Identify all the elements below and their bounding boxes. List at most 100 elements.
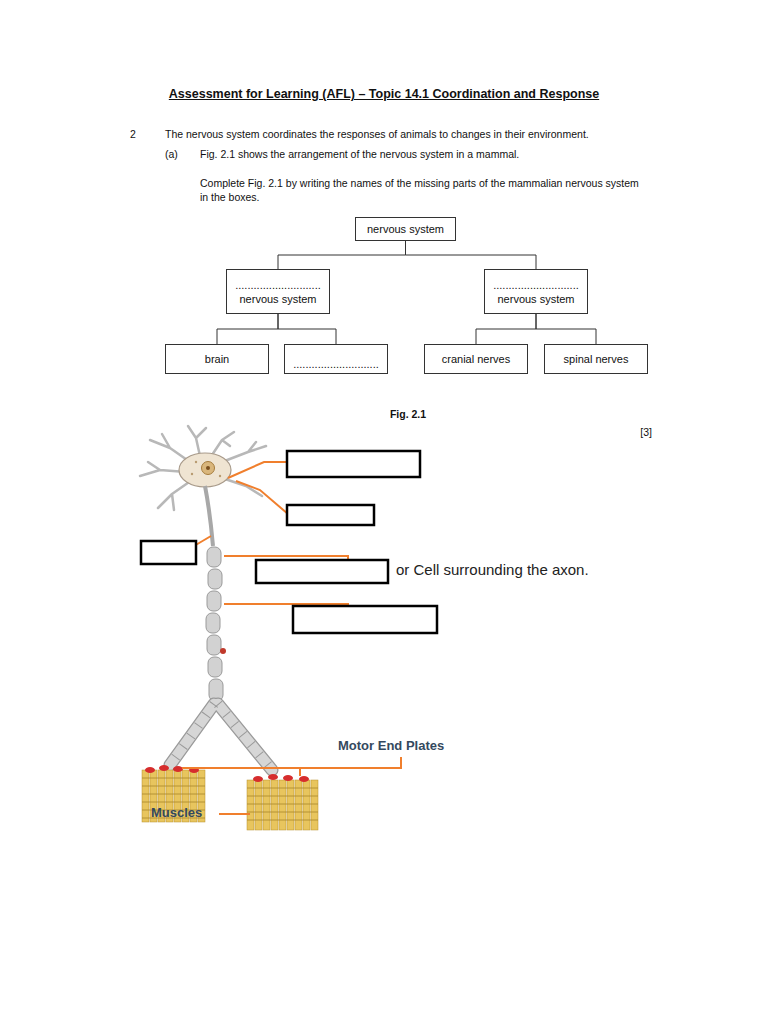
annotation-text: or Cell surrounding the axon.	[396, 561, 589, 579]
dendrites	[222, 442, 266, 462]
tree-connector	[278, 241, 406, 269]
leader-lines	[228, 462, 288, 478]
cell-body	[191, 473, 193, 475]
part-label: Motor End Plates	[338, 739, 444, 753]
box-text: nervous system	[239, 292, 316, 306]
figure-caption: Fig. 2.1	[308, 407, 508, 421]
muscle-right	[247, 788, 318, 820]
axon-branches	[170, 704, 272, 770]
leader-lines	[299, 768, 301, 776]
cell-body	[219, 475, 221, 477]
muscle-right	[299, 776, 309, 782]
muscle-right	[311, 780, 318, 830]
cell-body	[179, 453, 231, 487]
muscle-right	[255, 780, 262, 830]
myelin-sheath	[208, 569, 222, 589]
cell-body	[179, 453, 231, 487]
muscle-right	[295, 780, 302, 830]
muscle-right	[303, 780, 310, 830]
worksheet-title: Assessment for Learning (AFL) – Topic 14…	[0, 87, 768, 101]
myelin-sheath	[207, 547, 221, 567]
node-of-ranvier	[220, 648, 226, 654]
muscle-left	[142, 794, 205, 795]
question-number: 2	[130, 127, 136, 141]
tree-connector	[476, 314, 536, 344]
hierarchy-box: nervous system	[355, 217, 456, 241]
leader-lines	[236, 481, 288, 514]
box-text: nervous system	[367, 222, 444, 236]
dendrites	[222, 478, 262, 496]
leader-lines	[219, 813, 250, 815]
box-text: cranial nerves	[442, 352, 510, 366]
blank-label-box	[141, 541, 196, 564]
myelin-sheath	[206, 547, 223, 701]
box-text: ............................	[235, 278, 321, 292]
box-text: brain	[205, 352, 229, 366]
muscle-left	[159, 765, 169, 771]
tree-connector	[536, 314, 596, 344]
hierarchy-box: ............................nervous syst…	[226, 269, 330, 314]
muscle-right	[268, 774, 278, 780]
muscle-right	[287, 780, 294, 830]
muscle-right	[247, 812, 318, 813]
tree-connector	[406, 241, 537, 269]
axon-branches	[170, 704, 272, 770]
mark-allocation: [3]	[580, 425, 652, 439]
muscle-right	[283, 775, 293, 781]
muscle-right	[271, 780, 278, 830]
muscle-right	[247, 788, 318, 789]
box-text: ............................	[493, 278, 579, 292]
part-letter: (a)	[165, 147, 178, 161]
blank-label-box	[287, 505, 374, 525]
instruction-text: Complete Fig. 2.1 by writing the names o…	[200, 176, 640, 204]
hierarchy-box: spinal nerves	[544, 344, 648, 374]
muscle-right	[279, 780, 286, 830]
muscle-left	[145, 767, 155, 773]
muscle-left	[173, 766, 183, 772]
muscle-left	[142, 770, 205, 822]
cell-body	[206, 466, 210, 470]
muscle-left	[142, 786, 205, 787]
blank-label-box	[256, 560, 388, 583]
axon-branches	[170, 704, 272, 770]
box-text: ............................	[293, 357, 379, 371]
muscle-right	[247, 804, 318, 805]
muscle-left	[142, 778, 205, 779]
leader-lines	[182, 462, 401, 814]
myelin-sheath	[206, 613, 220, 633]
muscle-left	[142, 802, 205, 803]
hierarchy-box: cranial nerves	[424, 344, 528, 374]
myelin-sheath	[207, 635, 221, 655]
tree-connector	[217, 314, 278, 344]
hierarchy-box: ............................	[284, 344, 388, 374]
muscle-right	[247, 780, 254, 830]
blank-label-box	[293, 606, 437, 633]
hierarchy-box: ............................nervous syst…	[484, 269, 588, 314]
myelin-sheath	[209, 679, 223, 701]
part-label: Muscles	[151, 806, 202, 820]
question-text: The nervous system coordinates the respo…	[165, 127, 589, 141]
myelin-sheath	[207, 591, 221, 611]
muscle-left	[142, 765, 205, 822]
dendrites	[140, 426, 266, 510]
dendrites	[212, 432, 234, 455]
dendrites	[150, 434, 190, 462]
cell-body	[202, 462, 215, 475]
dendrites	[158, 480, 192, 510]
axon-branches	[170, 704, 272, 770]
muscle-right	[253, 776, 263, 782]
box-text: nervous system	[497, 292, 574, 306]
blank-label-box	[287, 451, 420, 477]
muscle-right	[263, 780, 270, 830]
muscle-right	[247, 780, 318, 830]
box-text: spinal nerves	[564, 352, 629, 366]
cell-body	[195, 461, 197, 463]
hierarchy-box: brain	[165, 344, 269, 374]
leader-lines	[182, 757, 401, 768]
question-text: Fig. 2.1 shows the arrangement of the ne…	[200, 147, 519, 161]
muscle-right	[247, 820, 318, 821]
blank-label-box	[141, 451, 437, 633]
tree-connector	[278, 314, 336, 344]
dendrites	[188, 426, 206, 456]
